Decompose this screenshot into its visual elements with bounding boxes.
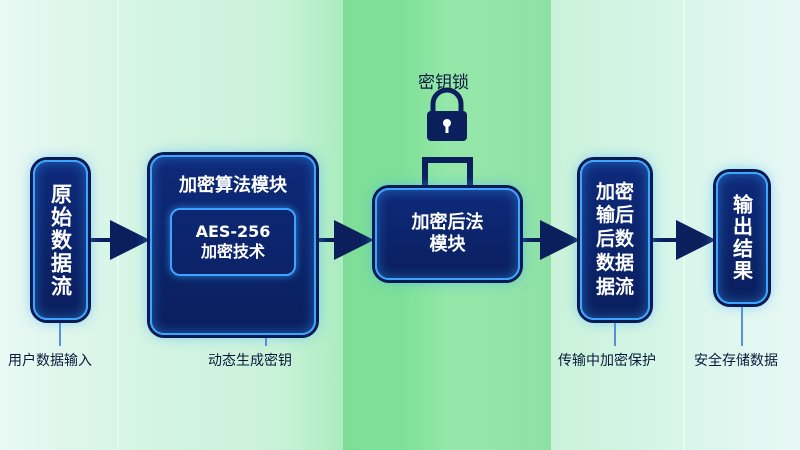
engine-title: 加密算法模块 (179, 175, 287, 196)
output-stream-block: 加密输后后数数据据流 (580, 160, 650, 320)
encryption-engine-block: 加密算法模块 AES-256 加密技术 (150, 155, 316, 335)
engine-caption: 动态生成密钥 (208, 353, 292, 369)
engine-technique: 加密技术 (200, 241, 265, 261)
output-label: 加密输后后数数据据流 (595, 180, 634, 298)
engine-algorithm: AES-256 (195, 221, 271, 241)
result-caption: 安全存储数据 (694, 353, 778, 369)
lock-caption: 密钥锁 (418, 73, 469, 93)
post-label: 加密后法模块 (411, 211, 484, 256)
output-caption: 传输中加密保护 (558, 353, 656, 369)
engine-inner-panel: AES-256 加密技术 (170, 207, 296, 276)
post-encryption-block: 加密后法模块 (375, 188, 520, 280)
source-data-block: 原始数据流 (33, 160, 88, 320)
source-label: 原始数据流 (48, 182, 73, 298)
result-block: 输出结果 (716, 172, 768, 304)
padlock-shackle (422, 157, 473, 190)
lock-icon (427, 87, 467, 141)
source-caption: 用户数据输入 (8, 353, 92, 369)
result-label: 输出结果 (729, 194, 754, 282)
